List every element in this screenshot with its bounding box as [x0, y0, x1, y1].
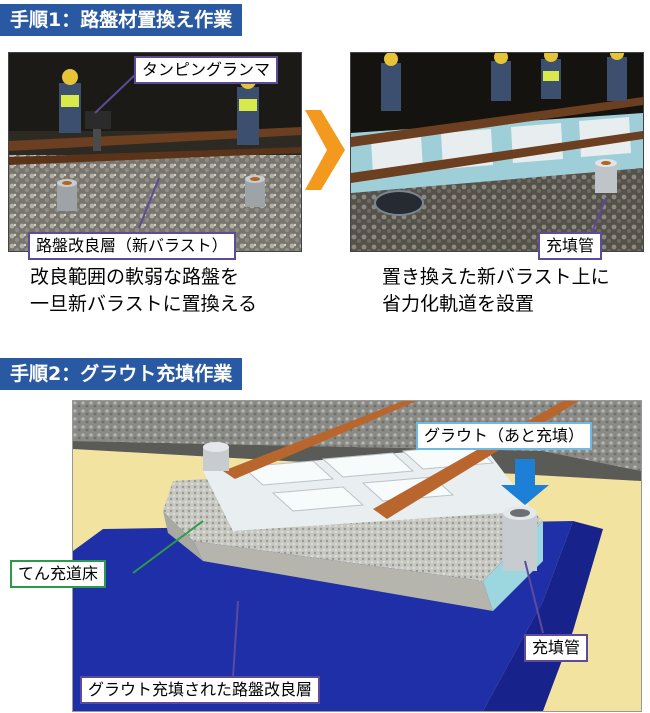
grout-arrow [501, 459, 549, 505]
worker-figure [607, 53, 627, 101]
right-photo [350, 52, 644, 252]
right-caption-line: 置き換えた新バラスト上に [382, 266, 610, 288]
fill-pipe [203, 442, 229, 471]
left-caption: 改良範囲の軟弱な路盤を 一旦新バラストに置換える [30, 264, 257, 318]
bucket [374, 190, 424, 216]
step2-header: 手順2：グラウト充填作業 [0, 358, 243, 390]
fill-pipe-photo [245, 175, 265, 207]
base-improvement-layer-label: 路盤改良層（新バラスト） [28, 232, 236, 260]
grout-label: グラウト（あと充填） [416, 422, 593, 450]
left-caption-line: 改良範囲の軟弱な路盤を [30, 266, 240, 288]
worker-figure [491, 53, 511, 101]
fill-pipe-label: 充填管 [524, 634, 589, 662]
right-caption: 置き換えた新バラスト上に 省力化軌道を設置 [382, 264, 610, 318]
rail [223, 401, 417, 479]
fill-pipe-photo [595, 159, 617, 193]
fill-pipe-photo [57, 179, 77, 211]
worker-figure [541, 53, 561, 99]
fill-pipe [503, 506, 537, 571]
worker-figure [381, 53, 401, 111]
grouted-layer-label: グラウト充填された路盤改良層 [80, 676, 321, 704]
process-arrow [305, 110, 345, 190]
step1-header: 手順1：路盤材置換え作業 [0, 4, 243, 36]
tamping-rammer-label: タンピングランマ [134, 56, 279, 84]
worker-figure [59, 69, 81, 133]
tamping-rammer [85, 111, 111, 151]
left-caption-line: 一旦新バラストに置換える [30, 293, 258, 315]
fill-pipe-label-photo: 充填管 [538, 232, 603, 260]
filled-track-bed-label: てん充道床 [10, 560, 107, 588]
right-caption-line: 省力化軌道を設置 [382, 293, 535, 315]
